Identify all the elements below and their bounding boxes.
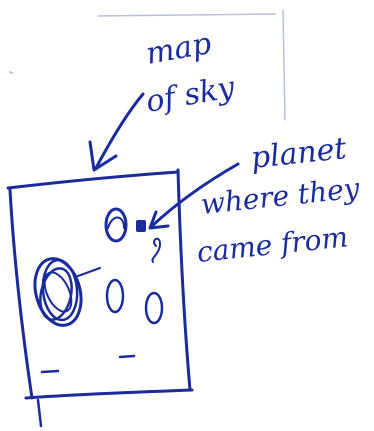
small-squiggle bbox=[152, 239, 160, 262]
label-planet: planet bbox=[249, 131, 349, 176]
faint-top-line bbox=[98, 14, 275, 16]
faint-dot bbox=[10, 72, 12, 73]
label-came-from: came from bbox=[195, 220, 349, 269]
map-left-edge bbox=[10, 190, 32, 398]
map-bottom-edge bbox=[26, 390, 192, 398]
origin-planet-inner bbox=[108, 218, 124, 229]
map-top-edge bbox=[8, 172, 178, 188]
label-where-they: where they bbox=[199, 171, 362, 221]
planet-connector-line bbox=[78, 268, 100, 276]
oval-star-middle bbox=[107, 280, 123, 312]
label-map: map bbox=[143, 26, 214, 72]
map-dash-right bbox=[120, 356, 134, 357]
large-planet bbox=[28, 253, 88, 330]
filled-star bbox=[136, 220, 146, 232]
label-of-sky: of sky bbox=[143, 70, 238, 120]
map-dash-left bbox=[42, 371, 58, 372]
faint-right-line bbox=[283, 10, 285, 120]
arrow-to-map bbox=[96, 94, 143, 168]
oval-star-right bbox=[146, 293, 162, 323]
map-corner-tick bbox=[38, 400, 41, 426]
